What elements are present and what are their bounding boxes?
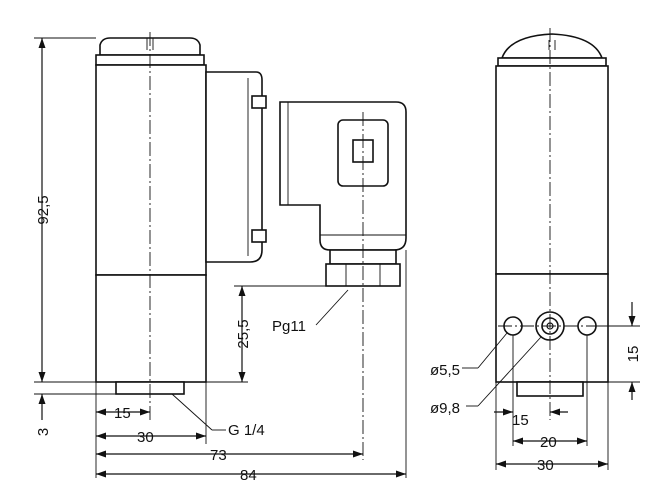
- dim-width-73: 73: [210, 447, 227, 464]
- leader-pg11: [315, 289, 349, 326]
- label-d98: ø9,8: [430, 400, 460, 417]
- dim-height-total: 92,5: [35, 195, 52, 224]
- front-dimensions: 92,5 3 25,5 Pg11 G 1/4 15 30: [34, 37, 407, 484]
- leader-d55: [477, 332, 508, 369]
- dim-width-15-front: 15: [114, 405, 131, 422]
- label-d55: ø5,5: [430, 362, 460, 379]
- front-view: [95, 37, 407, 395]
- coil-tab-top: [251, 95, 267, 109]
- front-lower-body: [95, 274, 207, 383]
- dim-height-lower: 25,5: [235, 319, 252, 348]
- side-dimensions: 15 ø5,5 ø9,8 15 20 30: [430, 302, 642, 474]
- coil-tab-bottom: [251, 229, 267, 243]
- front-upper-body: [95, 64, 207, 276]
- side-upper-body: [495, 65, 609, 275]
- side-cap-ring: [497, 57, 607, 67]
- side-view: [495, 33, 609, 397]
- dim-width-84: 84: [240, 467, 257, 484]
- dim-right-15-horizontal: 15: [512, 412, 529, 429]
- leader-d98: [477, 336, 542, 407]
- dim-right-15-vertical: 15: [625, 346, 642, 363]
- label-pg11: Pg11: [272, 318, 306, 335]
- side-cap: [500, 33, 604, 59]
- front-cap: [99, 37, 201, 56]
- leader-g14: [171, 393, 213, 431]
- dim-offset-bottom: 3: [35, 428, 52, 436]
- label-g14: G 1/4: [228, 422, 265, 439]
- dim-right-30: 30: [537, 457, 554, 474]
- dim-right-20: 20: [540, 434, 557, 451]
- dim-width-30-front: 30: [137, 429, 154, 446]
